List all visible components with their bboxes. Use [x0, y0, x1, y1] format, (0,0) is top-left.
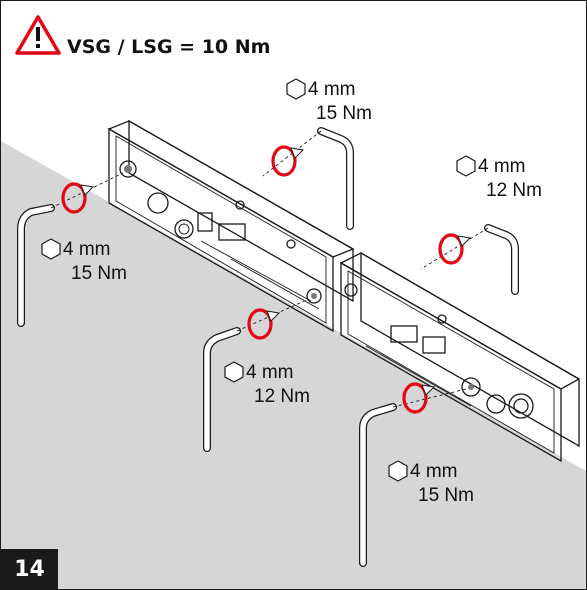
warning-torque-label: VSG / LSG = 10 Nm	[67, 36, 271, 58]
hex-key-icon	[456, 155, 476, 177]
warning-triangle-icon	[15, 15, 61, 55]
wall-surface	[1, 141, 586, 589]
spec-torque: 15 Nm	[316, 103, 372, 124]
spec-torque: 15 Nm	[71, 263, 127, 284]
spec-torque: 12 Nm	[254, 386, 310, 407]
spec-size: 4 mm	[410, 461, 458, 482]
hex-key-bottom	[359, 403, 397, 567]
hex-key-icon	[388, 460, 408, 482]
hex-key-icon	[41, 238, 61, 260]
rotation-arrow-icon	[438, 233, 472, 265]
hex-key-icon	[286, 78, 306, 100]
rotation-arrow-icon	[271, 145, 305, 177]
spec-torque: 15 Nm	[418, 485, 474, 506]
hex-key-top-left	[317, 127, 354, 230]
spec-size: 4 mm	[246, 362, 294, 383]
spec-size: 4 mm	[478, 156, 526, 177]
rotation-arrow-icon	[61, 182, 95, 214]
spec-torque: 12 Nm	[486, 180, 542, 201]
hex-key-icon	[224, 361, 244, 383]
right-fitting	[339, 251, 581, 463]
hex-key-top-right	[484, 224, 519, 295]
rotation-arrow-icon	[402, 382, 436, 414]
step-number-badge: 14	[1, 549, 58, 589]
left-fitting	[107, 119, 355, 333]
rotation-arrow-icon	[247, 308, 281, 340]
step-number: 14	[14, 556, 45, 582]
spec-size: 4 mm	[63, 239, 111, 260]
spec-size: 4 mm	[308, 79, 356, 100]
hex-key-left	[17, 204, 55, 327]
hex-key-middle	[203, 327, 241, 452]
